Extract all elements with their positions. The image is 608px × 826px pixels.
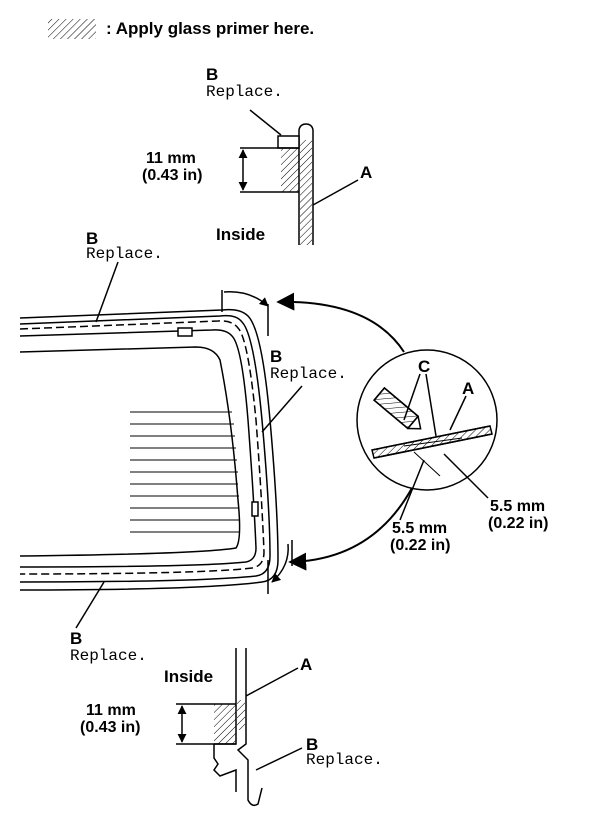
legend-text: : Apply glass primer here. — [106, 19, 315, 38]
top-section-detail — [238, 109, 359, 245]
bottom-b-replace: Replace. — [306, 751, 383, 769]
bottom-dim-mm: 11 mm — [86, 702, 136, 719]
bottom-b-letter: B — [306, 735, 319, 754]
bottom-dim-in: (0.43 in) — [80, 719, 141, 736]
ws-right-b-replace: Replace. — [270, 365, 347, 383]
circle-dim2-mm: 5.5 mm — [392, 520, 448, 537]
top-inside-label: Inside — [216, 225, 266, 244]
top-a-letter: A — [360, 163, 373, 182]
legend-hatch-swatch — [48, 19, 96, 39]
circle-detail — [276, 292, 498, 571]
top-dim-mm: 11 mm — [146, 150, 196, 167]
bottom-a-letter: A — [300, 655, 313, 674]
circle-dim1-in: (0.22 in) — [488, 515, 549, 532]
windshield-view — [19, 261, 303, 629]
ws-bottom-b-replace: Replace. — [70, 647, 147, 665]
top-b-letter: B — [206, 65, 219, 84]
circle-dim1-mm: 5.5 mm — [490, 498, 546, 515]
ws-top-b-letter: B — [86, 229, 99, 248]
ws-right-b-letter: B — [270, 347, 283, 366]
ws-bottom-b-letter: B — [70, 629, 83, 648]
bottom-inside-label: Inside — [164, 667, 214, 686]
circle-dim2-in: (0.22 in) — [390, 537, 451, 554]
ws-top-b-replace: Replace. — [86, 245, 163, 263]
circle-a-letter: A — [462, 379, 475, 398]
top-b-replace: Replace. — [206, 83, 283, 101]
top-dim-in: (0.43 in) — [142, 167, 203, 184]
circle-c-letter: C — [418, 357, 431, 376]
bottom-section-detail — [176, 648, 303, 807]
